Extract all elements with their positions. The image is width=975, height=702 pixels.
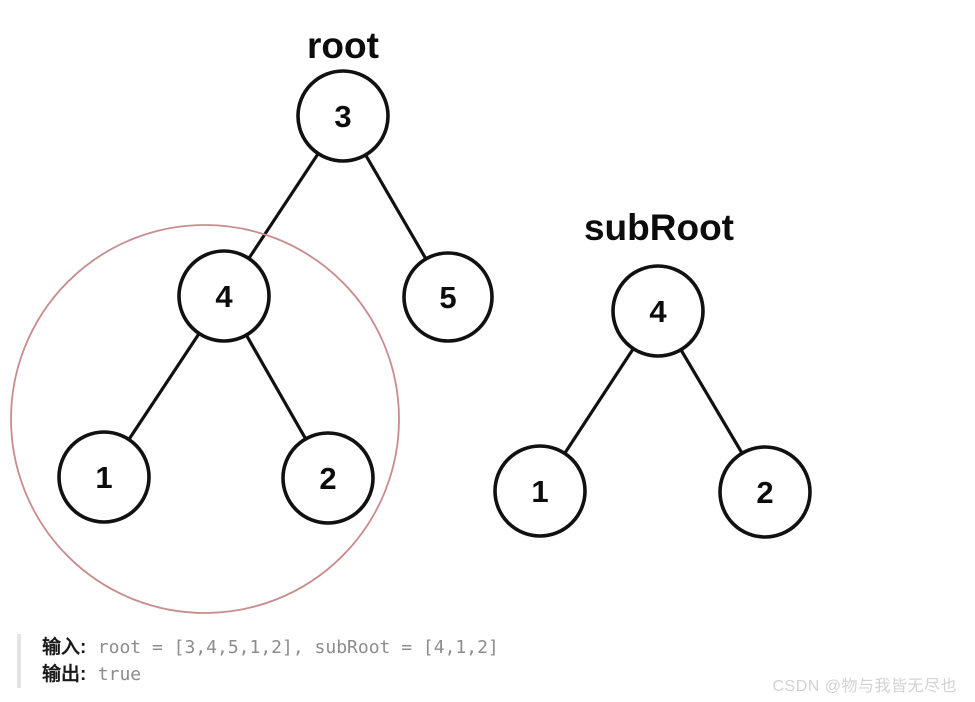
caption-output-value: true	[97, 664, 142, 685]
tree-node: 1	[493, 444, 587, 538]
binary-tree-diagram: 3 4 5 1 2 4 1 2 root subRoot	[10, 25, 812, 614]
tree-edge	[244, 332, 308, 442]
tree-title-label: root	[307, 25, 379, 66]
highlight-layer	[10, 224, 400, 614]
caption-input-label: 输入:	[42, 637, 87, 658]
node-value: 4	[215, 279, 233, 314]
node-value: 5	[439, 280, 456, 315]
node-value: 1	[95, 460, 112, 495]
tree-node: 2	[281, 431, 375, 525]
node-circle	[718, 445, 812, 539]
caption-input-line: 输入: root = [3,4,5,1,2], subRoot = [4,1,2…	[42, 634, 717, 661]
csdn-watermark: CSDN @物与我皆无尽也	[772, 678, 957, 695]
node-value: 2	[756, 475, 773, 510]
tree-edge	[246, 151, 321, 261]
tree-nodes-layer: 3 4 5 1 2 4 1 2	[57, 69, 812, 539]
caption-output-line: 输出: true	[42, 661, 717, 688]
node-circle	[402, 251, 494, 343]
tree-node: 3	[296, 69, 390, 163]
node-circle	[296, 69, 390, 163]
tree-title-label: subRoot	[584, 207, 734, 248]
tree-labels-layer: root subRoot	[307, 25, 734, 248]
tree-node: 4	[177, 249, 271, 343]
tree-edge	[678, 347, 745, 456]
tree-edge	[126, 331, 202, 442]
example-caption: 输入: root = [3,4,5,1,2], subRoot = [4,1,2…	[17, 634, 717, 688]
tree-node: 2	[718, 445, 812, 539]
node-circle	[611, 264, 705, 358]
tree-edge	[363, 152, 429, 262]
node-value: 4	[649, 294, 667, 329]
caption-input-value: root = [3,4,5,1,2], subRoot = [4,1,2]	[97, 637, 499, 658]
node-circle	[281, 431, 375, 525]
tree-edges-layer	[126, 151, 745, 456]
node-value: 1	[531, 474, 548, 509]
matched-subtree-highlight-ring	[10, 224, 400, 614]
tree-node: 1	[57, 430, 151, 524]
tree-node: 4	[611, 264, 705, 358]
node-circle	[177, 249, 271, 343]
node-value: 2	[319, 461, 336, 496]
caption-output-label: 输出:	[42, 664, 87, 685]
node-value: 3	[334, 99, 351, 134]
node-circle	[57, 430, 151, 524]
node-circle	[493, 444, 587, 538]
tree-node: 5	[402, 251, 494, 343]
tree-edge	[562, 346, 636, 456]
